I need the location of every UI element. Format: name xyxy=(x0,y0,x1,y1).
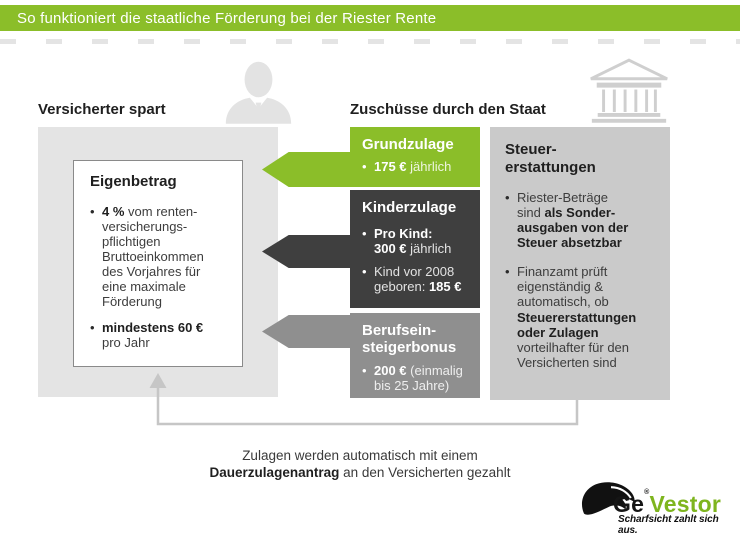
berufseinsteigerbonus-box: Berufsein- steigerbonus 200 € (einmalig … xyxy=(350,313,480,398)
tax-refund-bullet-1: Riester-Beträge sind als Sonder- ausgabe… xyxy=(505,190,657,250)
person-icon xyxy=(225,61,292,124)
berufseinsteigerbonus-bullet: 200 € (einmalig bis 25 Jahre) xyxy=(362,363,470,393)
bank-building-icon xyxy=(590,58,668,123)
eagle-icon xyxy=(581,482,635,515)
own-contribution-bullet-2: mindestens 60 € pro Jahr xyxy=(90,320,228,350)
saver-heading: Versicherter spart xyxy=(38,101,166,118)
berufseinsteigerbonus-title: Berufsein- steigerbonus xyxy=(362,322,457,357)
grundzulage-bullet: 175 € jährlich xyxy=(362,159,470,174)
tax-refund-panel: Steuer- erstattungen Riester-Beträge sin… xyxy=(490,127,670,400)
kinderzulage-box: Kinderzulage Pro Kind: 300 € jährlich Ki… xyxy=(350,190,480,308)
grundzulage-box: Grundzulage 175 € jährlich xyxy=(350,127,480,187)
logo-wordmark: Ge®Vestor xyxy=(613,489,721,517)
own-contribution-box: Eigenbetrag 4 % vom renten- versicherung… xyxy=(73,160,243,367)
page-title: So funktioniert die staatliche Förderung… xyxy=(17,9,437,27)
logo-tagline: Scharfsicht zahlt sich aus. xyxy=(618,514,719,536)
own-contribution-title: Eigenbetrag xyxy=(90,173,177,190)
gevestor-logo: Ge®Vestor Scharfsicht zahlt sich aus. xyxy=(563,480,735,536)
payout-note: Zulagen werden automatisch mit einem Dau… xyxy=(209,448,511,480)
header-bar: So funktioniert die staatliche Förderung… xyxy=(0,5,740,31)
kinderzulage-title: Kinderzulage xyxy=(362,199,457,216)
tax-refund-bullet-2: Finanzamt prüft eigenständig & automatis… xyxy=(505,264,657,370)
grundzulage-title: Grundzulage xyxy=(362,136,454,153)
kinderzulage-bullet-1: Pro Kind: 300 € jährlich xyxy=(362,226,470,256)
kinderzulage-bullet-2: Kind vor 2008 geboren: 185 € xyxy=(362,264,470,294)
state-heading: Zuschüsse durch den Staat xyxy=(350,101,546,118)
tax-refund-title: Steuer- erstattungen xyxy=(505,141,596,176)
own-contribution-bullet-1: 4 % vom renten- versicherungs- pflichtig… xyxy=(90,204,228,310)
dotted-divider xyxy=(0,39,740,44)
